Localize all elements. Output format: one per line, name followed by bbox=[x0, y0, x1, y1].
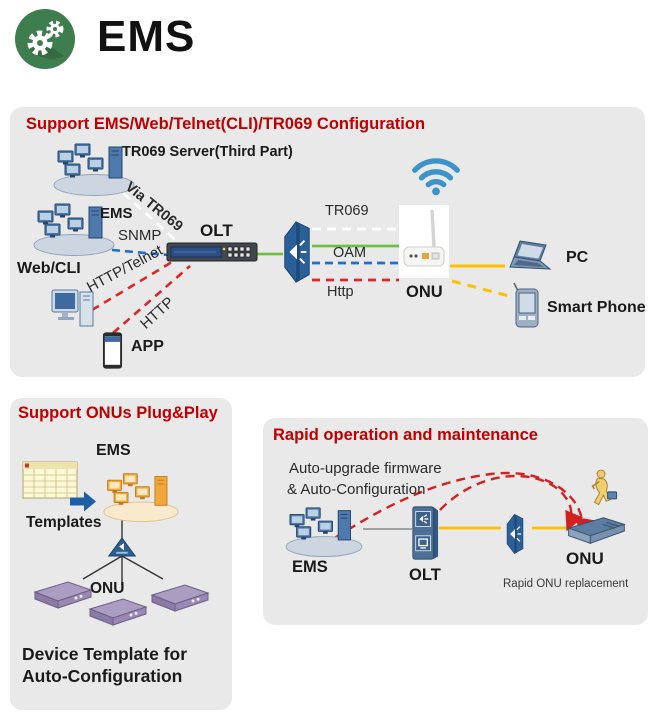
rapid-feature-line2: & Auto-Configuration bbox=[287, 481, 426, 498]
gears-icon bbox=[14, 8, 76, 70]
rapid-splitter-icon bbox=[502, 512, 528, 556]
technician-icon bbox=[586, 467, 618, 513]
ems-server-cluster-icon bbox=[32, 200, 116, 256]
olt-rack-icon bbox=[166, 240, 258, 264]
arrow-right-icon bbox=[70, 491, 96, 512]
pda-phone-icon bbox=[510, 281, 544, 331]
ems-label: EMS bbox=[100, 205, 133, 222]
rapid-panel-title: Rapid operation and maintenance bbox=[273, 426, 538, 444]
laptop-icon bbox=[506, 239, 554, 279]
app-smartphone-icon bbox=[102, 331, 123, 370]
rapid-panel: Rapid operation and maintenance Auto-upg… bbox=[263, 418, 648, 625]
onu-device-icon bbox=[564, 514, 628, 548]
http-link-label: HTTP bbox=[137, 293, 178, 333]
smart-phone-label: Smart Phone bbox=[547, 299, 646, 316]
configuration-panel-title: Support EMS/Web/Telnet(CLI)/TR069 Config… bbox=[26, 115, 426, 133]
desktop-computer-icon bbox=[50, 286, 98, 334]
wifi-icon bbox=[409, 154, 463, 196]
olt-vertical-icon bbox=[411, 503, 439, 563]
onu-label: ONU bbox=[406, 283, 443, 301]
plugplay-onu-label: ONU bbox=[90, 580, 125, 597]
web-cli-label: Web/CLI bbox=[17, 260, 81, 277]
rapid-ems-cluster-icon bbox=[284, 504, 364, 557]
http-line-label: Http bbox=[327, 284, 354, 300]
rapid-note: Rapid ONU replacement bbox=[503, 578, 629, 590]
rapid-ems-label: EMS bbox=[292, 558, 328, 576]
olt-label: OLT bbox=[200, 221, 233, 240]
templates-label: Templates bbox=[26, 514, 102, 531]
tr069-line-label: TR069 bbox=[325, 203, 369, 219]
plugplay-ems-label: EMS bbox=[96, 442, 131, 459]
ems-cluster-orange-icon bbox=[92, 470, 190, 522]
configuration-panel: Support EMS/Web/Telnet(CLI)/TR069 Config… bbox=[10, 107, 646, 377]
pc-label: PC bbox=[566, 249, 589, 266]
splitter-cone-icon bbox=[108, 538, 136, 557]
rapid-olt-label: OLT bbox=[409, 566, 441, 584]
snmp-link-label: SNMP bbox=[118, 227, 162, 244]
tr069-server-cluster-icon bbox=[52, 140, 136, 196]
plugplay-panel: Support ONUs Plug&Play EMS Templates ONU… bbox=[10, 398, 232, 710]
optical-splitter-icon bbox=[281, 217, 313, 287]
tr069-server-label: TR069 Server(Third Part) bbox=[122, 144, 293, 160]
plugplay-caption-line1: Device Template for bbox=[22, 644, 188, 664]
oam-line-label: OAM bbox=[333, 245, 367, 261]
onu-box-icon bbox=[87, 595, 149, 627]
plugplay-panel-title: Support ONUs Plug&Play bbox=[18, 404, 218, 422]
rapid-onu-label: ONU bbox=[566, 549, 604, 568]
app-label: APP bbox=[131, 338, 164, 355]
plugplay-caption-line2: Auto-Configuration bbox=[22, 666, 183, 686]
onu-box-icon bbox=[149, 581, 211, 613]
page-title: EMS bbox=[97, 12, 196, 61]
onu-box-icon bbox=[32, 578, 94, 610]
template-sheet-icon bbox=[22, 460, 78, 500]
rapid-feature-line1: Auto-upgrade firmware bbox=[289, 460, 442, 477]
onu-router-icon bbox=[399, 205, 449, 278]
